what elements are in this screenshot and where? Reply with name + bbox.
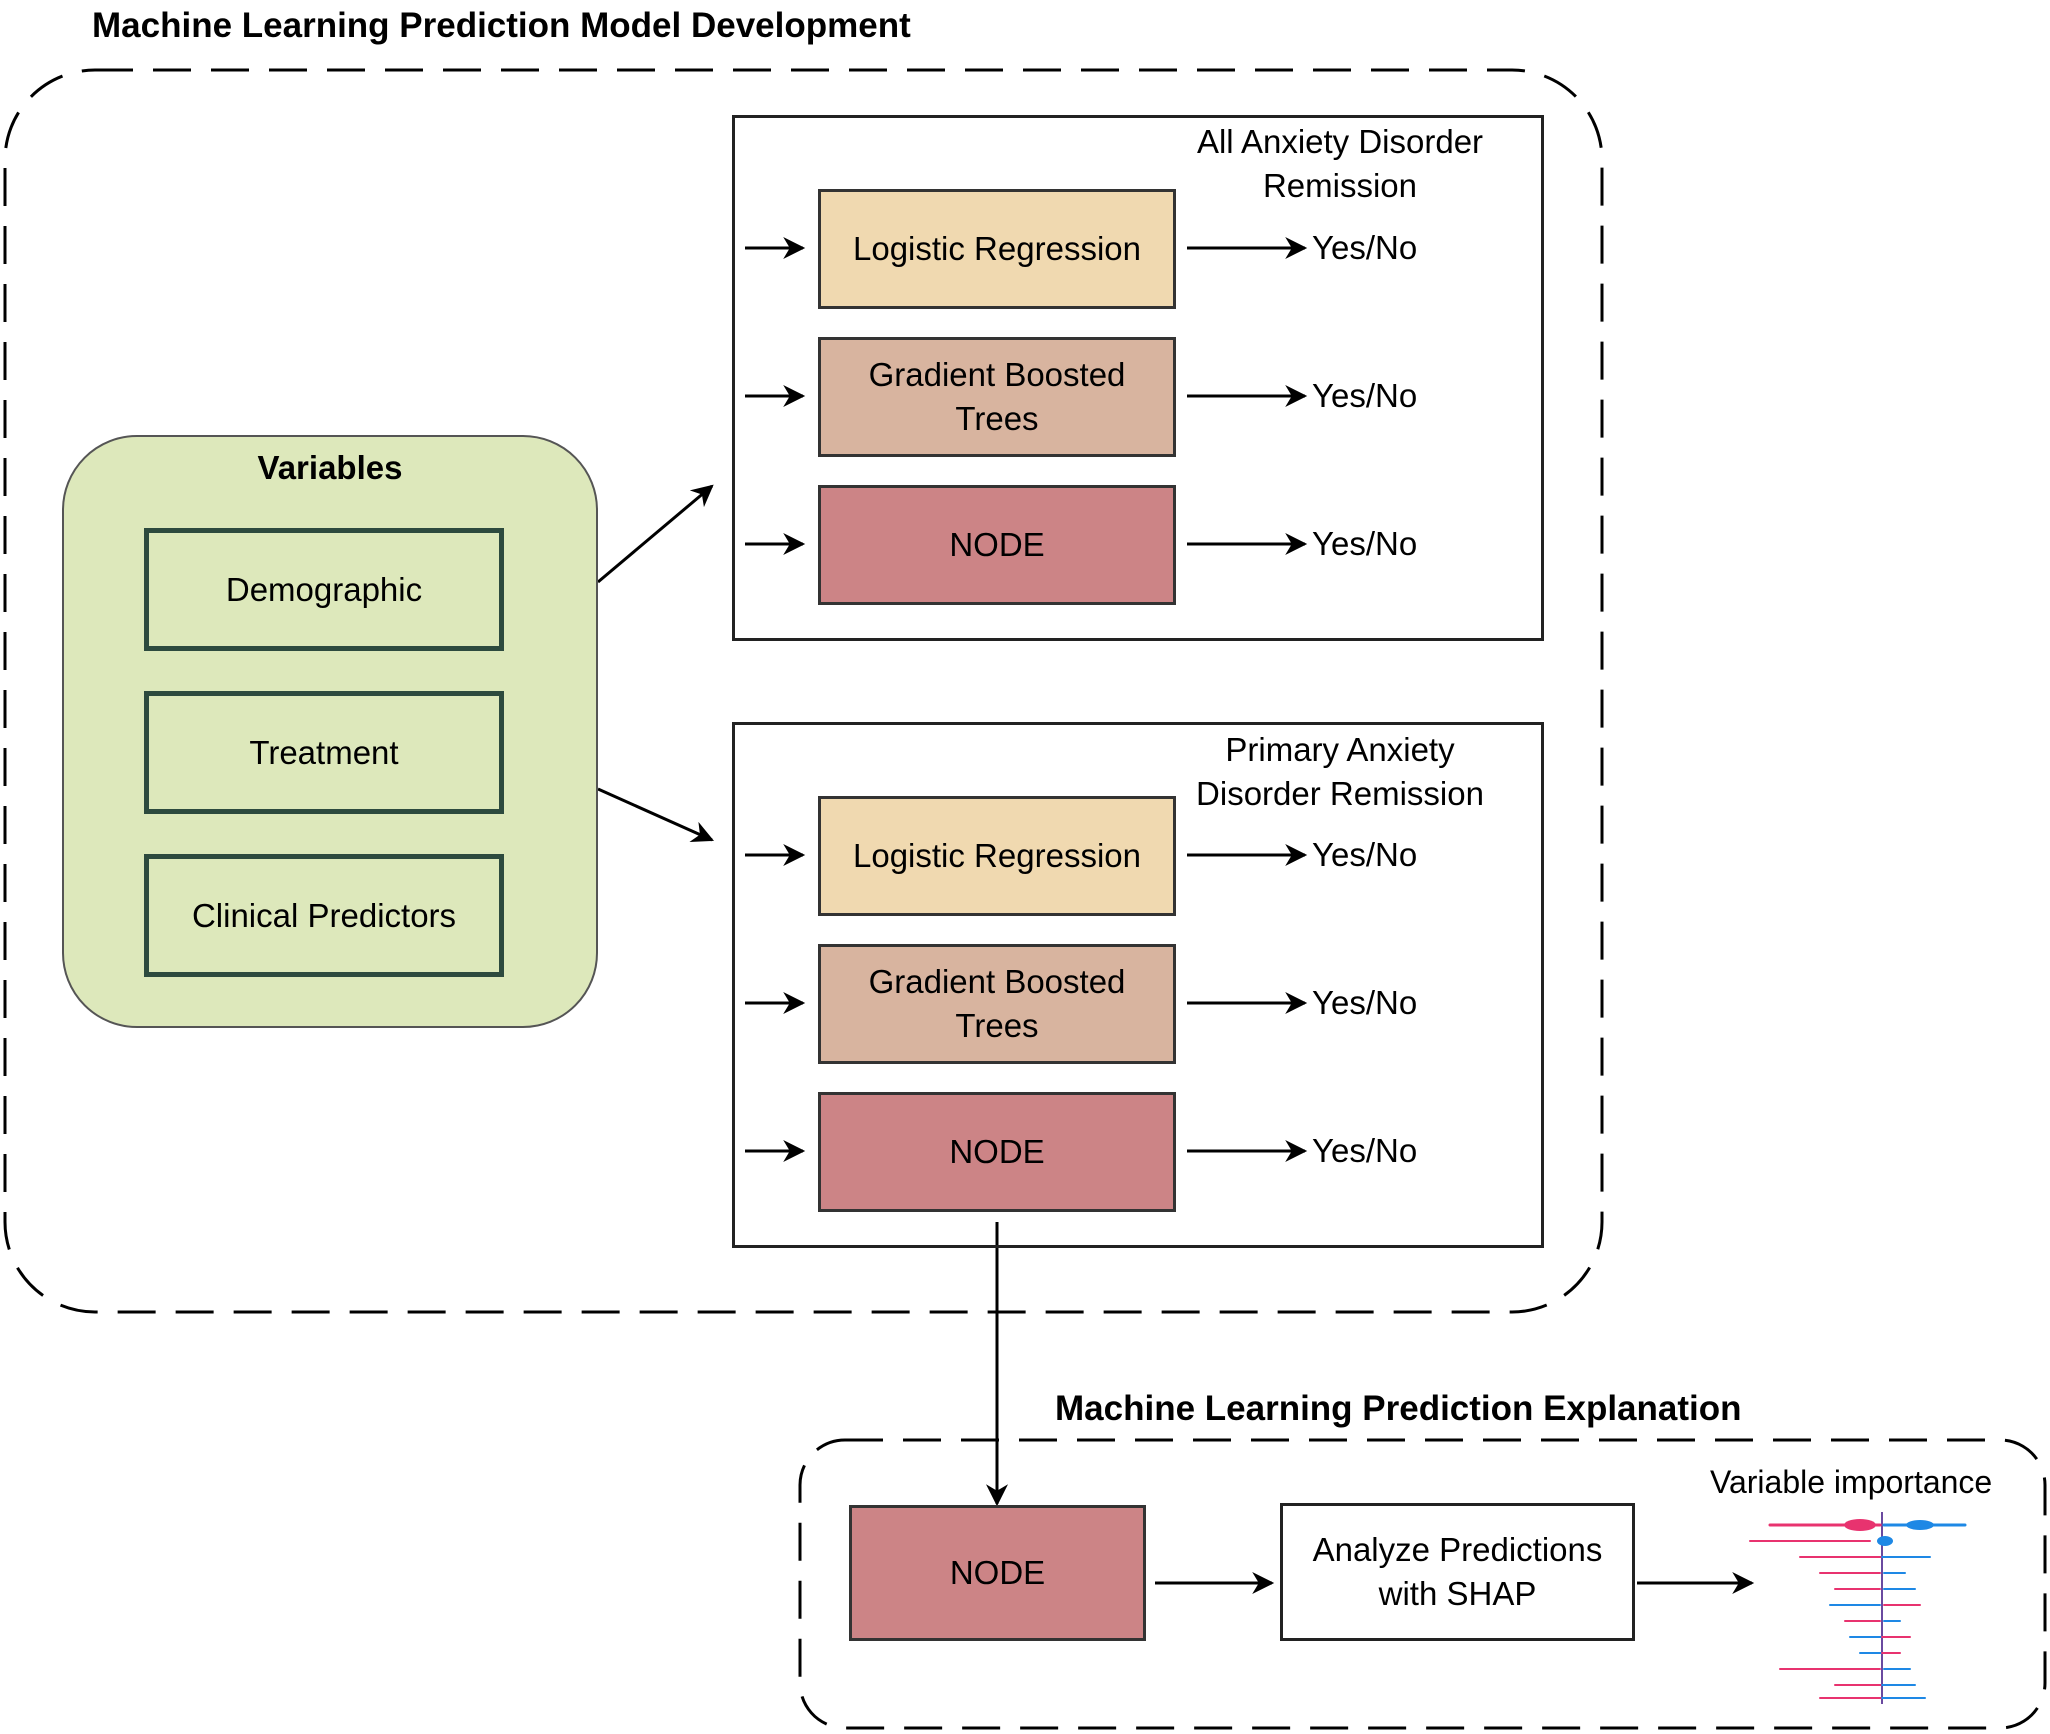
shap-analysis-box: Analyze Predictions with SHAP [1280, 1503, 1635, 1641]
explanation-title: Machine Learning Prediction Explanation [1055, 1389, 1742, 1428]
p2-output-node: Yes/No [1312, 1132, 1418, 1169]
development-frame [3, 68, 1604, 1314]
variable-demographic: Demographic [144, 528, 504, 651]
development-title: Machine Learning Prediction Model Develo… [92, 6, 911, 45]
panel-all-anxiety-label: All Anxiety Disorder Remission [1160, 120, 1520, 208]
variable-clinical-predictors: Clinical Predictors [144, 854, 504, 977]
panel-primary-anxiety-label-line1: Primary Anxiety [1225, 731, 1455, 768]
p1-model-node-label: NODE [949, 526, 1045, 563]
shap-analysis-line1: Analyze Predictions [1312, 1531, 1603, 1568]
panel-all-anxiety-label-line2: Remission [1262, 167, 1418, 204]
p2-model-node-label: NODE [949, 1133, 1045, 1170]
p2-model-logistic-regression-label: Logistic Regression [853, 837, 1141, 874]
p1-output-gbt: Yes/No [1312, 377, 1418, 414]
panel-primary-anxiety [732, 722, 1544, 1248]
p2-model-gbt-line1: Gradient Boosted [868, 963, 1126, 1000]
p1-model-gradient-boosted-trees: Gradient Boosted Trees [818, 337, 1176, 457]
arrow-variables-to-panel-1 [597, 484, 714, 584]
arrow-variables-to-panel-2 [597, 787, 715, 842]
variable-treatment: Treatment [144, 691, 504, 814]
p1-model-logistic-regression-label: Logistic Regression [853, 230, 1141, 267]
p1-model-gbt-line1: Gradient Boosted [868, 356, 1126, 393]
p1-output-lr: Yes/No [1312, 229, 1418, 266]
p1-model-gbt-line2: Trees [955, 400, 1039, 437]
p2-model-gbt-line2: Trees [955, 1007, 1039, 1044]
variables-heading: Variables [257, 449, 403, 486]
panel-primary-anxiety-label: Primary Anxiety Disorder Remission [1160, 728, 1520, 816]
p2-model-gradient-boosted-trees: Gradient Boosted Trees [818, 944, 1176, 1064]
variable-importance-label: Variable importance [1710, 1464, 1993, 1500]
p2-model-logistic-regression: Logistic Regression [818, 796, 1176, 916]
p2-output-gbt: Yes/No [1312, 984, 1418, 1021]
p1-model-node: NODE [818, 485, 1176, 605]
shap-analysis-line2: with SHAP [1378, 1575, 1537, 1612]
explanation-node: NODE [849, 1505, 1146, 1641]
panel-all-anxiety [732, 115, 1544, 641]
p1-output-node: Yes/No [1312, 525, 1418, 562]
p1-model-logistic-regression: Logistic Regression [818, 189, 1176, 309]
p2-output-lr: Yes/No [1312, 836, 1418, 873]
p2-model-node: NODE [818, 1092, 1176, 1212]
panel-primary-anxiety-label-line2: Disorder Remission [1196, 775, 1484, 812]
panel-all-anxiety-label-line1: All Anxiety Disorder [1196, 123, 1484, 160]
explanation-frame [798, 1438, 2047, 1730]
variable-importance-plot [1749, 1512, 1967, 1704]
